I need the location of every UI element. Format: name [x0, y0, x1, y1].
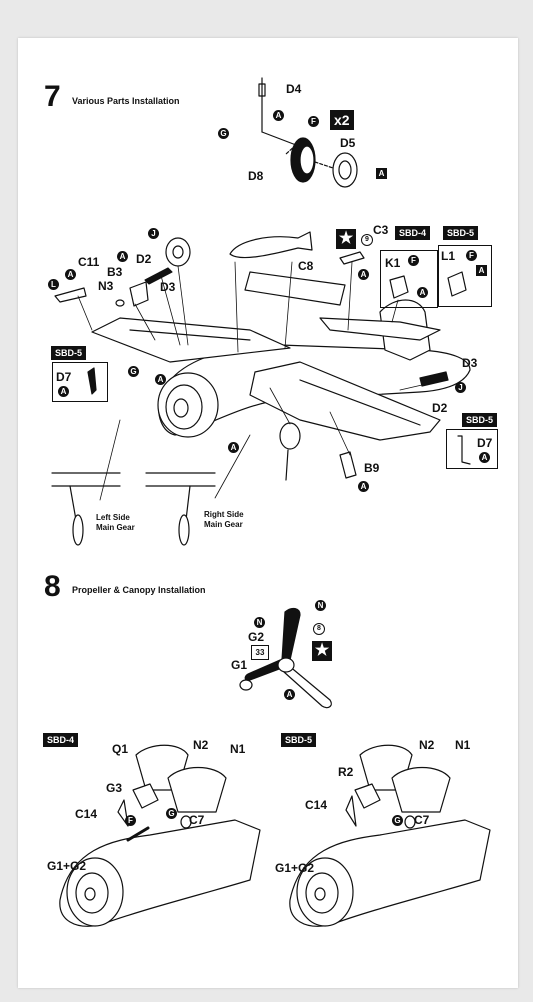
marker-a: A [65, 269, 76, 280]
marker-g: G [392, 815, 403, 826]
part-label-c11: C11 [78, 255, 100, 269]
marker-g: G [128, 366, 139, 377]
marker-a: A [117, 251, 128, 262]
marker-a: A [358, 269, 369, 280]
wheel-drawing [290, 137, 358, 188]
sbd4-fuselage-drawing [59, 819, 261, 927]
star-decal-icon: ★ [336, 229, 356, 249]
leader-lines [77, 261, 423, 501]
variant-badge-sbd4: SBD-4 [395, 226, 431, 240]
part-label-d3: D3 [160, 280, 176, 294]
part-label-l1: L1 [441, 249, 456, 263]
marker-l: L [48, 279, 59, 290]
part-label-g2: G2 [248, 630, 265, 644]
variant-badge-sbd4: SBD-4 [43, 733, 79, 747]
part-label-g1-g2: G1+G2 [275, 861, 315, 875]
marker-a: A [228, 442, 239, 453]
part-label-c7: C7 [189, 813, 205, 827]
sbd5-detail-box [438, 245, 492, 307]
marker-n: N [254, 617, 265, 628]
part-label-n2: N2 [419, 738, 435, 752]
star-decal-icon: ★ [312, 641, 332, 661]
marker-g: G [218, 128, 229, 139]
variant-badge-sbd5: SBD-5 [443, 226, 479, 240]
marker-a: A [58, 386, 69, 397]
aircraft-tail-drawing [319, 299, 441, 361]
part-label-n1: N1 [230, 742, 246, 756]
sbd5-detail-box [446, 429, 498, 469]
part-label-k1: K1 [385, 256, 401, 270]
part-label-g3: G3 [106, 781, 123, 795]
marker-a-square: A [476, 265, 487, 276]
variant-badge-sbd5: SBD-5 [462, 413, 498, 427]
tail-wheel-disc-drawing [165, 237, 191, 267]
part-label-n3: N3 [98, 279, 114, 293]
part-label-c7: C7 [414, 813, 430, 827]
sbd5-canopy-parts [345, 744, 451, 829]
part-label-c3: C3 [373, 223, 389, 237]
part-label-b9: B9 [364, 461, 380, 475]
marker-a: A [358, 481, 369, 492]
propeller-drawing [239, 607, 332, 709]
part-label-g1-g2: G1+G2 [47, 859, 87, 873]
part-label-d7: D7 [477, 436, 493, 450]
part-label-d3: D3 [462, 356, 478, 370]
dive-flap-plate-drawing [244, 271, 346, 306]
part-label-d5: D5 [340, 136, 356, 150]
part-label-n1: N1 [455, 738, 471, 752]
marker-g: G [166, 808, 177, 819]
marker-a: A [155, 374, 166, 385]
marker-9: 9 [361, 234, 373, 246]
gear-detail-drawings [51, 472, 216, 546]
bomb-drawing [229, 231, 313, 259]
part-label-d4: D4 [286, 82, 302, 96]
part-label-d2: D2 [432, 401, 448, 415]
marker-a: A [273, 110, 284, 121]
step-8-title: Propeller & Canopy Installation [72, 585, 206, 595]
small-parts-drawings [54, 251, 467, 479]
part-label-q1: Q1 [112, 742, 129, 756]
marker-f: F [466, 250, 477, 261]
left-gear-note: Left Side Main Gear [96, 513, 135, 532]
marker-j: J [455, 382, 466, 393]
sbd5-fuselage-drawing [289, 819, 491, 927]
sbd5-detail-box [52, 362, 108, 402]
part-label-c14: C14 [305, 798, 328, 812]
sbd4-canopy-parts [117, 744, 227, 842]
marker-a: A [284, 689, 295, 700]
right-gear-note: Right Side Main Gear [204, 510, 244, 529]
part-label-g1: G1 [231, 658, 248, 672]
marker-f: F [408, 255, 419, 266]
step-8-number: 8 [44, 570, 61, 603]
step-7-title: Various Parts Installation [72, 96, 180, 106]
marker-a: A [479, 452, 490, 463]
part-label-c14: C14 [75, 807, 98, 821]
part-label-n2: N2 [193, 738, 209, 752]
part-label-d8: D8 [248, 169, 264, 183]
marker-a-square: A [376, 168, 387, 179]
part-label-b3: B3 [107, 265, 123, 279]
marker-j: J [148, 228, 159, 239]
step-7-number: 7 [44, 80, 61, 113]
part-label-d2: D2 [136, 252, 152, 266]
quantity-badge: x2 [330, 110, 354, 130]
marker-f: F [308, 116, 319, 127]
sbd4-detail-box [380, 250, 438, 308]
decal-number-33: 33 [251, 645, 269, 660]
marker-a: A [417, 287, 428, 298]
part-label-c8: C8 [298, 259, 314, 273]
marker-n: N [315, 600, 326, 611]
part-label-r2: R2 [338, 765, 354, 779]
marker-8: 8 [313, 623, 325, 635]
variant-badge-sbd5: SBD-5 [51, 346, 87, 360]
marker-f: F [125, 815, 136, 826]
sbd5-detail-boxes-parts [87, 367, 471, 465]
variant-badge-sbd5: SBD-5 [281, 733, 317, 747]
part-label-d7: D7 [56, 370, 72, 384]
aircraft-wing-drawing [91, 317, 441, 441]
right-gear-drawing [279, 422, 301, 481]
